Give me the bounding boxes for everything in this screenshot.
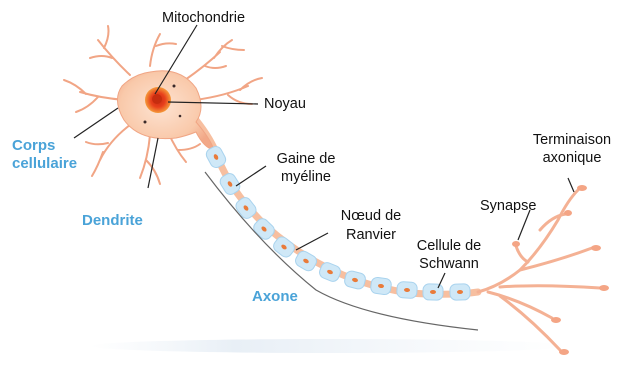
myelin-segment xyxy=(423,284,443,300)
myelin-segment xyxy=(370,277,392,296)
mitochondria-dot xyxy=(179,115,182,118)
label-dendrite: Dendrite xyxy=(82,212,143,229)
label-corps-cellulaire-line1: Corps xyxy=(12,137,55,154)
label-terminaison-line1: Terminaison xyxy=(524,132,620,149)
myelin-segment xyxy=(396,281,417,298)
label-axone: Axone xyxy=(252,288,298,305)
label-mitochondrie: Mitochondrie xyxy=(162,10,245,27)
myelin-segment xyxy=(450,284,470,300)
ground-shadow xyxy=(90,339,570,353)
myelin-segment xyxy=(251,216,277,241)
label-gaine-line1: Gaine de xyxy=(270,151,342,168)
label-terminaison-line2: axonique xyxy=(524,150,620,167)
label-noeud-line1: Nœud de xyxy=(332,208,410,225)
label-corps-cellulaire-line2: cellulaire xyxy=(12,155,77,172)
myelin-segment xyxy=(343,270,366,290)
label-gaine-line2: myéline xyxy=(270,169,342,186)
nucleolus xyxy=(152,94,162,104)
label-synapse: Synapse xyxy=(480,198,536,215)
label-cellule-line2: Schwann xyxy=(406,256,492,273)
label-noeud-line2: Ranvier xyxy=(332,227,410,244)
label-noyau: Noyau xyxy=(264,96,306,113)
mitochondria-dot xyxy=(173,85,176,88)
mitochondria-dot xyxy=(144,121,147,124)
label-cellule-line1: Cellule de xyxy=(406,238,492,255)
